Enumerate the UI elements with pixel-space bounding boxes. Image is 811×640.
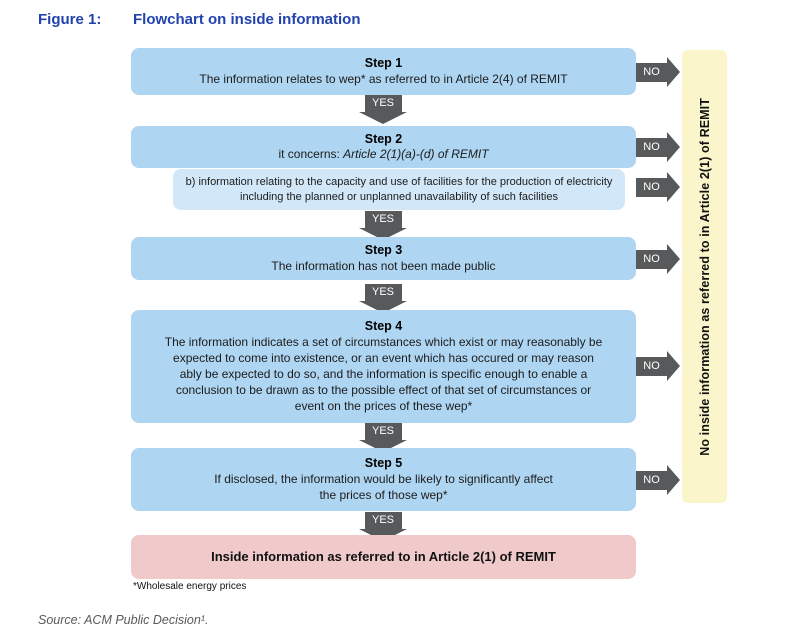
wep-footnote: *Wholesale energy prices bbox=[133, 581, 247, 592]
step-2-body-article: Article 2(1)(a)-(d) of REMIT bbox=[343, 147, 489, 162]
no-label: NO bbox=[636, 249, 667, 269]
figure-title: Flowchart on inside information bbox=[133, 11, 361, 28]
right-arrowhead-icon bbox=[667, 57, 680, 87]
no-arrow-3: NO bbox=[636, 244, 680, 274]
yes-arrow-1: YES bbox=[359, 95, 407, 124]
step-5-title: Step 5 bbox=[364, 456, 403, 471]
no-label: NO bbox=[636, 356, 667, 376]
no-label: NO bbox=[636, 177, 667, 197]
no-arrow-1: NO bbox=[636, 57, 680, 87]
right-arrowhead-icon bbox=[667, 244, 680, 274]
right-arrowhead-icon bbox=[667, 132, 680, 162]
step-2b-body: b) information relating to the capacity … bbox=[185, 176, 613, 203]
step-4-body: The information indicates a set of circu… bbox=[164, 334, 603, 413]
yes-arrow-2: YES bbox=[359, 211, 407, 240]
step-2-body-prefix: it concerns: bbox=[278, 147, 344, 162]
inside-information-outcome-text: Inside information as referred to in Art… bbox=[211, 549, 556, 565]
no-inside-information-text: No inside information as referred to in … bbox=[697, 97, 712, 456]
source-citation: Source: ACM Public Decision¹. bbox=[38, 613, 209, 627]
step-2-box: Step 2 it concerns: Article 2(1)(a)-(d) … bbox=[131, 126, 636, 168]
no-inside-information-panel: No inside information as referred to in … bbox=[682, 50, 727, 503]
step-1-box: Step 1 The information relates to wep* a… bbox=[131, 48, 636, 95]
yes-label: YES bbox=[364, 423, 402, 440]
step-3-body: The information has not been made public bbox=[271, 258, 496, 273]
yes-arrow-3: YES bbox=[359, 284, 407, 313]
inside-information-outcome-box: Inside information as referred to in Art… bbox=[131, 535, 636, 579]
no-arrow-4: NO bbox=[636, 351, 680, 381]
yes-label: YES bbox=[364, 284, 402, 301]
step-4-title: Step 4 bbox=[364, 319, 403, 334]
step-4-box: Step 4 The information indicates a set o… bbox=[131, 310, 636, 423]
step-2-title: Step 2 bbox=[364, 131, 403, 146]
no-arrow-2b: NO bbox=[636, 172, 680, 202]
no-arrow-2: NO bbox=[636, 132, 680, 162]
no-label: NO bbox=[636, 470, 667, 490]
step-2-body: it concerns: Article 2(1)(a)-(d) of REMI… bbox=[141, 147, 626, 163]
yes-label: YES bbox=[364, 95, 402, 112]
right-arrowhead-icon bbox=[667, 351, 680, 381]
step-3-box: Step 3 The information has not been made… bbox=[131, 237, 636, 280]
step-5-box: Step 5 If disclosed, the information wou… bbox=[131, 448, 636, 511]
no-label: NO bbox=[636, 137, 667, 157]
step-5-body: If disclosed, the information would be l… bbox=[214, 471, 553, 502]
right-arrowhead-icon bbox=[667, 172, 680, 202]
no-label: NO bbox=[636, 62, 667, 82]
step-2b-sub-box: b) information relating to the capacity … bbox=[173, 169, 625, 210]
step-1-title: Step 1 bbox=[364, 56, 403, 71]
step-3-title: Step 3 bbox=[364, 243, 403, 258]
down-arrowhead-icon bbox=[359, 112, 407, 124]
step-1-body: The information relates to wep* as refer… bbox=[199, 71, 568, 86]
yes-label: YES bbox=[364, 512, 402, 529]
no-arrow-5: NO bbox=[636, 465, 680, 495]
right-arrowhead-icon bbox=[667, 465, 680, 495]
figure-label: Figure 1: bbox=[38, 11, 102, 28]
yes-label: YES bbox=[364, 211, 402, 228]
